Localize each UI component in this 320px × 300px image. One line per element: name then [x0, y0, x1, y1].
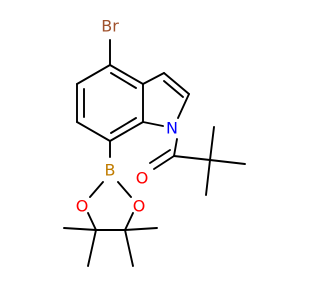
nitrogen-label: N — [166, 119, 178, 138]
bromine-label: Br — [101, 17, 119, 36]
pyrrole-ring — [142, 72, 190, 127]
oxygen-ring-left-label: O — [76, 197, 89, 216]
pinacol-boronate — [63, 140, 158, 267]
pivaloyl-group — [149, 126, 246, 196]
boron-label: B — [105, 161, 116, 180]
oxygen-carbonyl-label: O — [136, 169, 149, 188]
benzene-ring — [76, 64, 144, 142]
oxygen-ring-right-label: O — [133, 197, 146, 216]
molecule-structure: Br N B O O O — [63, 17, 246, 267]
